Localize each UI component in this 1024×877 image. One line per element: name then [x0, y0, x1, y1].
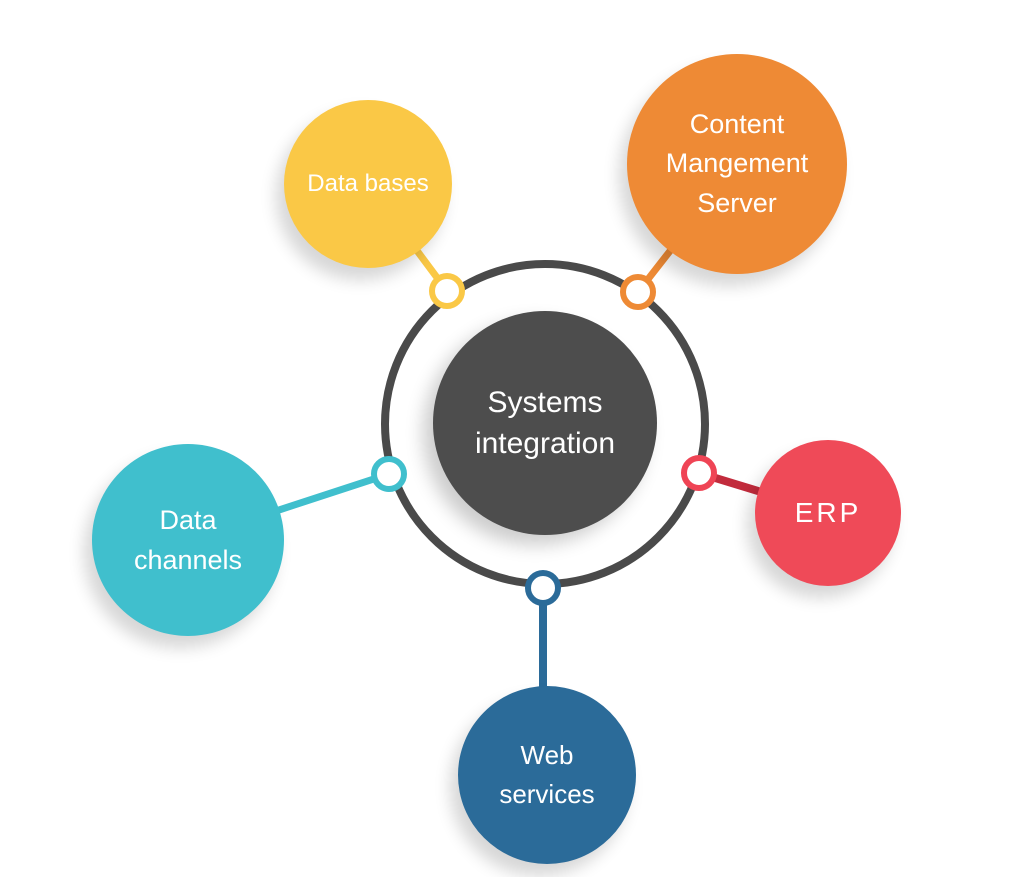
- satellite-data-channels-label: Data channels: [133, 504, 243, 576]
- satellite-data-channels: Data channels: [92, 444, 284, 636]
- satellite-erp-label: ERP: [794, 497, 862, 528]
- satellite-content-management-server: Content Mangement Server: [627, 54, 847, 274]
- satellite-web-services-label: Web services: [499, 740, 595, 809]
- ring-node-content-management-server: [620, 274, 656, 310]
- satellite-data-bases: Data bases: [284, 100, 452, 268]
- satellite-data-bases-label: Data bases: [307, 170, 429, 198]
- ring-node-data-channels: [371, 456, 407, 492]
- center-circle: Systems integration: [433, 311, 657, 535]
- center-label: Systems integration: [474, 385, 616, 460]
- satellite-web-services: Web services: [458, 686, 636, 864]
- ring-node-erp: [681, 455, 717, 491]
- connector-line-data-channels: [275, 470, 393, 514]
- satellite-content-management-server-label: Content Mangement Server: [665, 109, 809, 218]
- ring-node-data-bases: [429, 273, 465, 309]
- satellite-erp: ERP: [755, 440, 901, 586]
- ring-node-web-services: [525, 570, 561, 606]
